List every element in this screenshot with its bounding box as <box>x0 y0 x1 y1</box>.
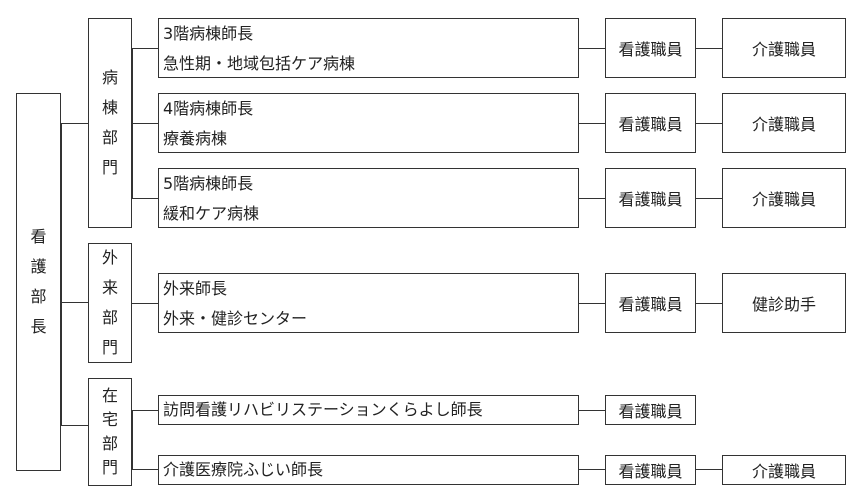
staff-label: 介護職員 <box>751 40 816 59</box>
connector <box>579 410 605 411</box>
chief-char: 部 <box>30 287 47 306</box>
chief-char: 長 <box>30 317 47 336</box>
staff-label: 介護職員 <box>751 115 816 134</box>
unit-title: 訪問看護リハビリステーションくらよし師長 <box>163 400 483 419</box>
staff-nurse-box: 看護職員 <box>605 93 696 153</box>
staff-nurse-box: 看護職員 <box>605 168 696 228</box>
dept-char: 病 <box>101 68 118 87</box>
unit-subtitle: 緩和ケア病棟 <box>163 204 260 223</box>
connector <box>61 302 88 303</box>
connector <box>579 469 605 470</box>
dept-char: 在 <box>101 386 118 405</box>
dept-char: 宅 <box>101 410 118 429</box>
staff-nurse-box: 看護職員 <box>605 273 696 333</box>
unit-title: 5階病棟師長 <box>163 174 254 193</box>
chief-char: 護 <box>30 257 47 276</box>
staff-label: 健診助手 <box>751 295 816 314</box>
unit-head-outpatient: 外来師長 外来・健診センター <box>158 273 579 333</box>
connector <box>61 123 88 124</box>
connector <box>132 198 158 199</box>
unit-subtitle: 療養病棟 <box>163 129 228 148</box>
staff-label: 看護職員 <box>618 40 683 59</box>
connector <box>132 303 158 304</box>
staff-nurse-box: 看護職員 <box>605 18 696 78</box>
connector <box>579 123 605 124</box>
staff-label: 看護職員 <box>618 190 683 209</box>
connector <box>132 123 158 124</box>
dept-char: 部 <box>101 128 118 147</box>
chief-char: 看 <box>30 227 47 246</box>
connector <box>132 48 158 49</box>
trunk-line <box>61 123 62 425</box>
connector <box>696 123 722 124</box>
department-ward-box: 病 棟 部 門 <box>88 18 132 228</box>
unit-head-care-hospital: 介護医療院ふじい師長 <box>158 455 579 485</box>
unit-title: 4階病棟師長 <box>163 99 254 118</box>
department-outpatient-box: 外 来 部 門 <box>88 243 132 363</box>
dept-char: 門 <box>101 458 118 477</box>
staff-label: 看護職員 <box>618 462 683 481</box>
connector <box>132 469 158 470</box>
connector <box>579 48 605 49</box>
dept-char: 部 <box>101 434 118 453</box>
unit-head-visiting: 訪問看護リハビリステーションくらよし師長 <box>158 395 579 425</box>
staff-label: 看護職員 <box>618 402 683 421</box>
staff-label: 介護職員 <box>751 190 816 209</box>
dept-char: 棟 <box>101 98 118 117</box>
staff-label: 介護職員 <box>751 462 816 481</box>
connector <box>696 303 722 304</box>
staff-nurse-box: 看護職員 <box>605 455 696 485</box>
connector <box>696 48 722 49</box>
connector <box>61 425 88 426</box>
staff-assistant-box: 健診助手 <box>722 273 846 333</box>
dept-char: 門 <box>101 158 118 177</box>
connector <box>696 469 722 470</box>
unit-head-5f: 5階病棟師長 緩和ケア病棟 <box>158 168 579 228</box>
connector <box>132 410 158 411</box>
unit-title: 3階病棟師長 <box>163 24 254 43</box>
connector <box>579 303 605 304</box>
unit-head-4f: 4階病棟師長 療養病棟 <box>158 93 579 153</box>
dept-char: 外 <box>101 248 118 267</box>
unit-head-3f: 3階病棟師長 急性期・地域包括ケア病棟 <box>158 18 579 78</box>
unit-subtitle: 外来・健診センター <box>163 309 308 328</box>
staff-care-box: 介護職員 <box>722 168 846 228</box>
connector <box>696 198 722 199</box>
connector <box>579 198 605 199</box>
staff-label: 看護職員 <box>618 295 683 314</box>
unit-title: 介護医療院ふじい師長 <box>163 460 324 479</box>
staff-care-box: 介護職員 <box>722 18 846 78</box>
staff-care-box: 介護職員 <box>722 455 846 485</box>
home-branch-line <box>132 410 133 469</box>
staff-care-box: 介護職員 <box>722 93 846 153</box>
unit-subtitle: 急性期・地域包括ケア病棟 <box>163 54 356 73</box>
staff-nurse-box: 看護職員 <box>605 395 696 425</box>
dept-char: 部 <box>101 308 118 327</box>
dept-char: 門 <box>101 338 118 357</box>
dept-char: 来 <box>101 278 118 297</box>
department-home-box: 在 宅 部 門 <box>88 378 132 486</box>
unit-title: 外来師長 <box>163 279 228 298</box>
staff-label: 看護職員 <box>618 115 683 134</box>
chief-nurse-box: 看 護 部 長 <box>16 93 61 471</box>
